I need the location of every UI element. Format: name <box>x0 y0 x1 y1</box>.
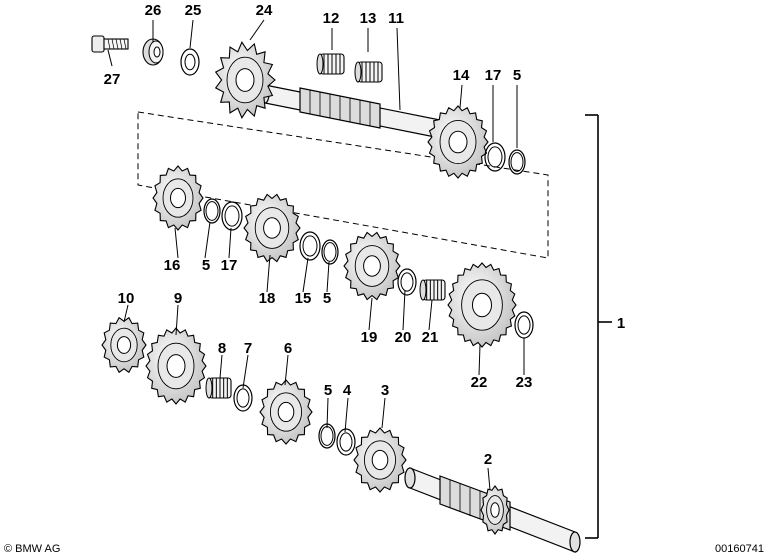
gear-9-part <box>145 327 207 405</box>
callout-16: 16 <box>164 257 181 274</box>
callout-7: 7 <box>244 340 252 357</box>
callout-17: 17 <box>221 257 238 274</box>
gear-18-part <box>243 193 301 263</box>
callout-25: 25 <box>185 2 202 19</box>
sprocket-part <box>214 41 276 119</box>
needle-bearing-21-part <box>419 279 446 301</box>
callout-5-repeat-2: 5 <box>202 257 210 274</box>
callout-15: 15 <box>295 290 312 307</box>
ring-17-a-part <box>221 201 243 231</box>
gear-6-part <box>259 379 313 445</box>
callout-5-repeat-3: 5 <box>323 290 331 307</box>
callout-18: 18 <box>259 290 276 307</box>
callout-26: 26 <box>145 2 162 19</box>
callout-5-repeat-0: 5 <box>513 67 521 84</box>
gear-16-part <box>152 165 204 231</box>
callout-27: 27 <box>104 71 121 88</box>
callout-4: 4 <box>343 382 352 399</box>
callout-10: 10 <box>118 290 135 307</box>
ring-7-part <box>233 384 253 412</box>
needle-bearing-13-part <box>354 61 383 83</box>
callout-24: 24 <box>256 2 273 19</box>
washer-large-part <box>142 38 164 66</box>
callout-1: 1 <box>617 315 625 332</box>
callout-9: 9 <box>174 290 182 307</box>
gear-14-part <box>427 105 489 179</box>
circlip-5-top-part <box>508 149 526 175</box>
circlip-5-a-part <box>203 198 221 224</box>
leader-lines <box>107 19 525 491</box>
bolt-part <box>91 35 129 53</box>
gear-22-part <box>447 262 517 348</box>
callout-21: 21 <box>422 329 439 346</box>
copyright-text: © BMW AG <box>4 543 61 555</box>
callout-6: 6 <box>284 340 292 357</box>
callout-23: 23 <box>516 374 533 391</box>
drawing-number: 00160741 <box>715 543 764 555</box>
gear-10-part <box>101 316 147 374</box>
callout-13: 13 <box>360 10 377 27</box>
callout-11: 11 <box>388 10 404 27</box>
callout-14: 14 <box>453 67 470 84</box>
shaft-2-gear-part <box>480 485 510 535</box>
upper-shaft-part <box>260 84 441 139</box>
washer-small-part <box>180 48 200 76</box>
callout-3: 3 <box>381 382 389 399</box>
washer-23-part <box>514 311 534 339</box>
gear-3-part <box>353 427 407 493</box>
needle-bearing-12-part <box>316 53 345 75</box>
needle-bearing-8-part <box>205 377 232 399</box>
ring-4-part <box>336 428 356 456</box>
gear-19-part <box>343 231 401 301</box>
callout-2: 2 <box>484 451 492 468</box>
callout-12: 12 <box>323 10 340 27</box>
ring-17-top-part <box>484 142 506 172</box>
callout-20: 20 <box>395 329 412 346</box>
circlip-5-b-part <box>321 239 339 265</box>
ring-20-part <box>397 268 417 296</box>
ring-15-part <box>299 231 321 261</box>
callout-8: 8 <box>218 340 226 357</box>
callout-22: 22 <box>471 374 488 391</box>
callout-5: 5 <box>324 382 332 399</box>
callout-19: 19 <box>361 329 378 346</box>
callout-17-repeat-1: 17 <box>485 67 502 84</box>
assembly-bracket <box>585 114 612 539</box>
